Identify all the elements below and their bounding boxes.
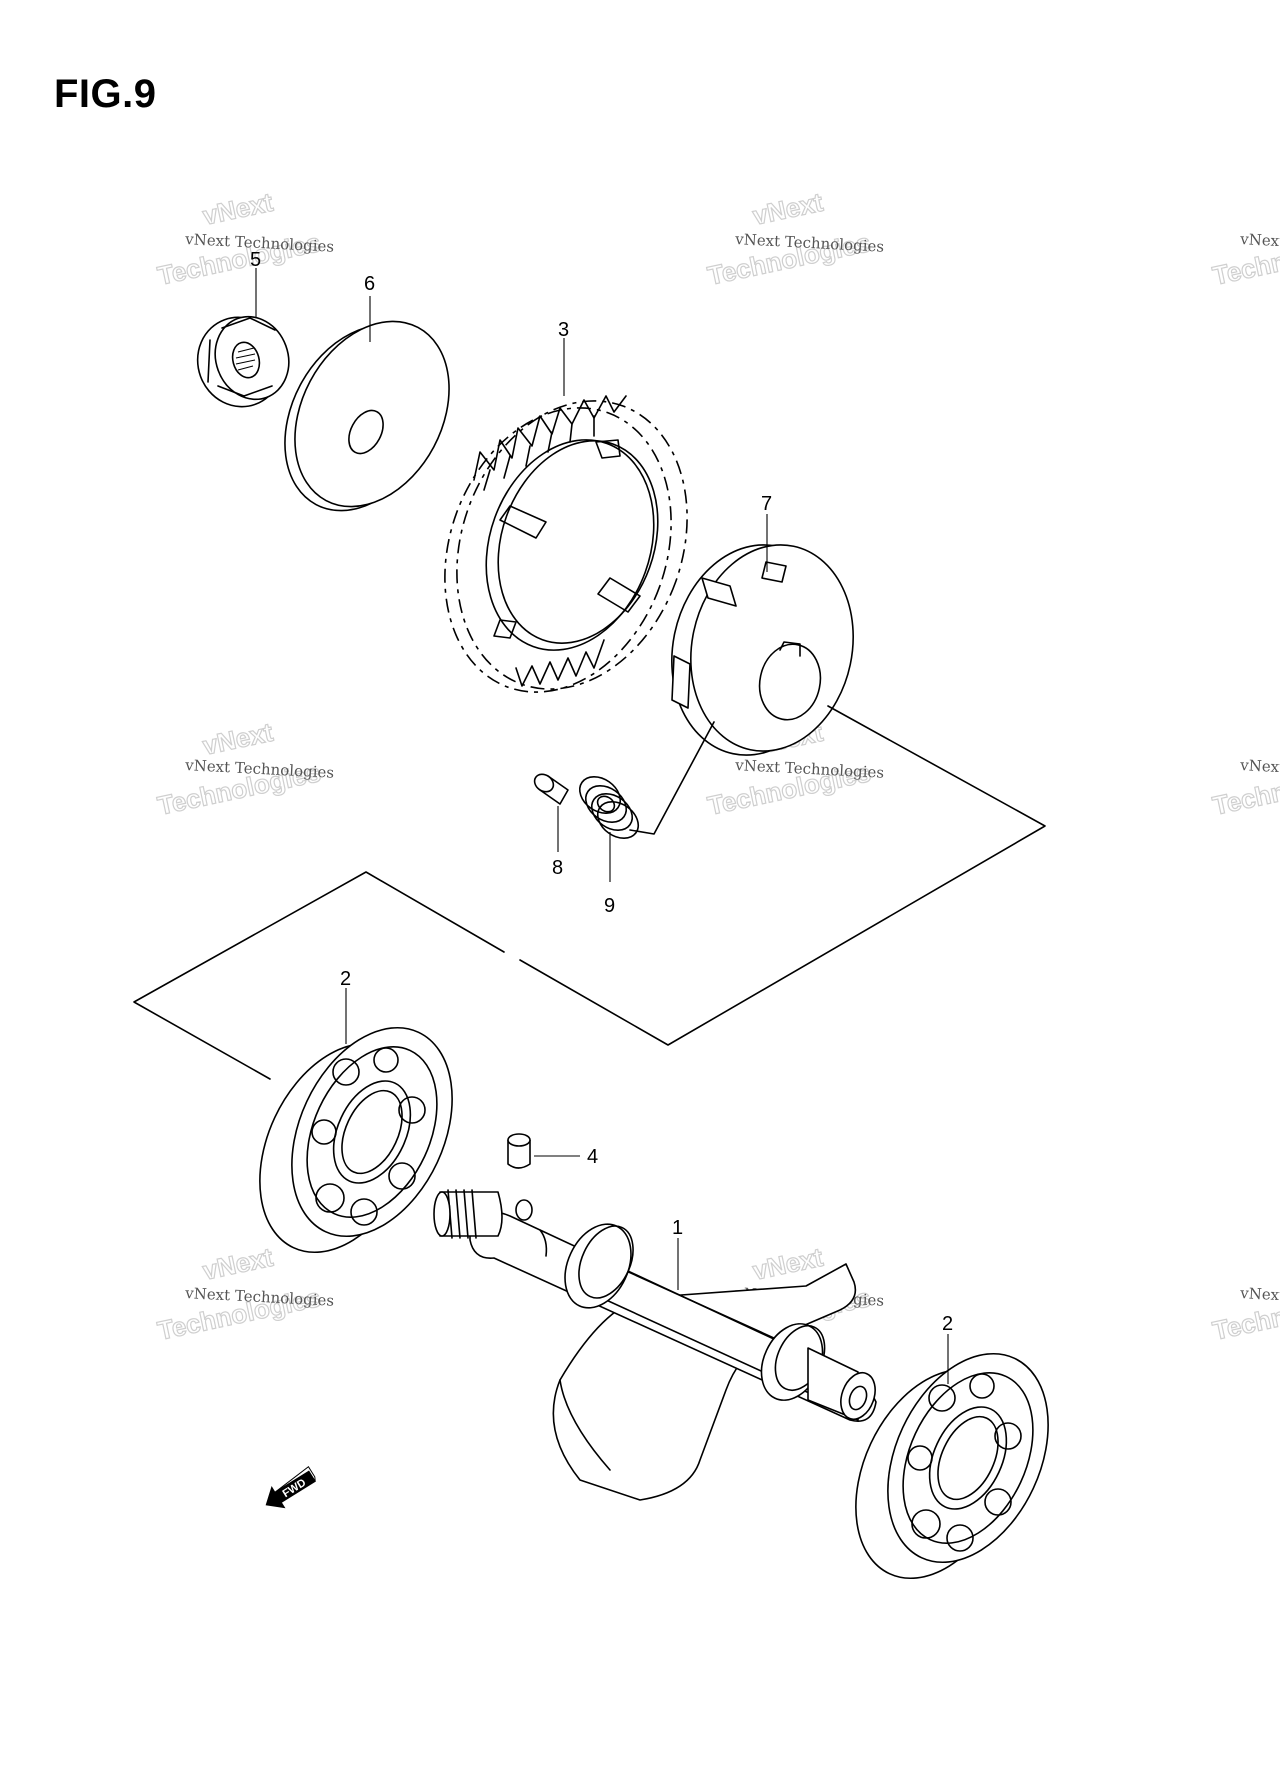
svg-text:vNext: vNext: [750, 187, 826, 231]
svg-text:vNext: vNext: [200, 187, 276, 231]
svg-text:vNext: vNext: [750, 1242, 826, 1286]
part-2-bearing-right: [855, 1352, 1049, 1580]
callout-9: 9: [604, 895, 615, 917]
part-5-nut: [196, 315, 290, 408]
part-2-bearing-left: [259, 1026, 453, 1254]
callout-2-right: 2: [942, 1313, 953, 1335]
part-4-dowel: [507, 1133, 531, 1169]
figure-title: FIG.9: [54, 72, 157, 116]
watermark-top-left: vNext Technologies vNext Technologies: [154, 186, 334, 291]
callout-2-left: 2: [340, 968, 351, 990]
callout-6: 6: [364, 273, 375, 295]
callout-4: 4: [587, 1146, 598, 1168]
part-9-spring: [578, 776, 640, 839]
part-7-ratchet: [671, 544, 854, 756]
watermark-top-center: vNext Technologies vNext Technologies: [704, 186, 884, 291]
assembly-guide-lines: [133, 705, 1046, 1080]
svg-text:vNext: vNext: [200, 1242, 276, 1286]
watermark-middle-right: vNext Technologies Technologies: [1209, 756, 1280, 822]
forward-direction-arrow: FWD: [265, 1465, 316, 1509]
svg-text:vNext: vNext: [200, 717, 276, 761]
callout-1: 1: [672, 1217, 683, 1239]
watermark-bottom-left: vNext Technologies vNext Technologies: [154, 1241, 334, 1346]
part-6-washer: [284, 320, 450, 512]
callout-7: 7: [761, 493, 772, 515]
callout-3: 3: [558, 319, 569, 341]
watermark-bottom-right: vNext Technologies Technologies: [1209, 1281, 1280, 1346]
part-1-kick-shaft: [433, 1189, 877, 1501]
callout-8: 8: [552, 857, 563, 879]
watermark-middle-left: vNext Technologies vNext Technologies: [154, 716, 334, 821]
part-8-pin: [533, 773, 569, 805]
part-3-gear: [444, 395, 688, 693]
callout-leader-lines: [255, 268, 949, 1384]
callout-labels: 5 6 3 7 8 9 2 4 1 2: [250, 249, 953, 1335]
watermark-top-right: vNext Technologies Technologies: [1209, 226, 1280, 291]
callout-5: 5: [250, 249, 261, 271]
